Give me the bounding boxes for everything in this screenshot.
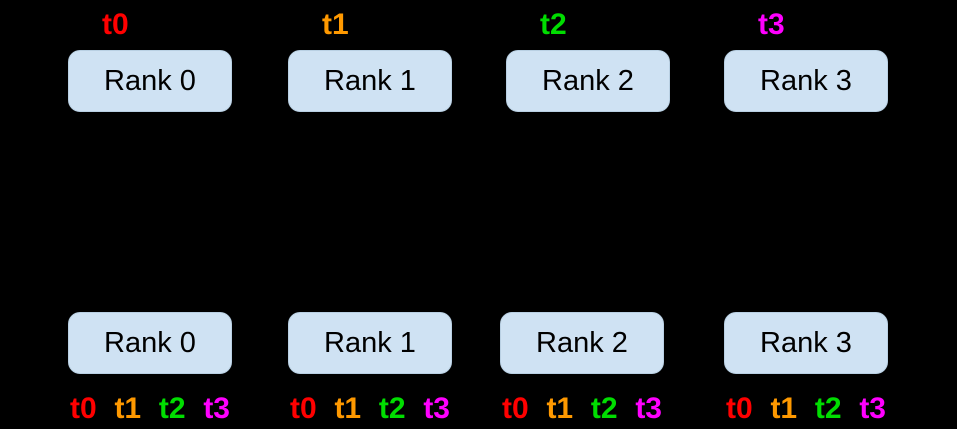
rank-box-0-top: Rank 0 <box>68 50 232 112</box>
tensor-label-t1: t1 <box>770 392 798 425</box>
tensor-label-t2: t2 <box>158 392 186 425</box>
tensor-label-t3: t3 <box>859 392 886 425</box>
bottom-rank-group-3: Rank 3 t0 t1 t2 t3 <box>724 312 888 424</box>
tensor-label-t1: t1 <box>546 392 574 425</box>
tensor-label-t3: t3 <box>203 392 230 425</box>
tensor-label-t2: t2 <box>590 392 618 425</box>
tensor-label-t0: t0 <box>726 392 753 425</box>
tensor-label-t3: t3 <box>423 392 450 425</box>
rank-box-2-bottom: Rank 2 <box>500 312 664 374</box>
tensor-label-t1: t1 <box>334 392 362 425</box>
tensor-label-t0: t0 <box>70 392 97 425</box>
bottom-rank-group-1: Rank 1 t0 t1 t2 t3 <box>288 312 452 424</box>
tensor-label-t3: t3 <box>635 392 662 425</box>
tensor-label-t0: t0 <box>502 392 529 425</box>
tensor-row-bottom-0: t0 t1 t2 t3 <box>68 394 232 424</box>
tensor-label-t2: t2 <box>814 392 842 425</box>
tensor-row-bottom-1: t0 t1 t2 t3 <box>288 394 452 424</box>
tensor-row-bottom-2: t0 t1 t2 t3 <box>500 394 664 424</box>
rank-box-label: Rank 1 <box>324 64 416 97</box>
rank-box-label: Rank 2 <box>536 326 628 359</box>
rank-box-label: Rank 2 <box>542 64 634 97</box>
tensor-label-t0: t0 <box>290 392 317 425</box>
rank-box-3-top: Rank 3 <box>724 50 888 112</box>
tensor-label-t1: t1 <box>114 392 142 425</box>
rank-box-label: Rank 3 <box>760 64 852 97</box>
rank-box-0-bottom: Rank 0 <box>68 312 232 374</box>
top-rank-group-3: t3 Rank 3 <box>724 8 888 112</box>
rank-box-label: Rank 3 <box>760 326 852 359</box>
tensor-row-bottom-3: t0 t1 t2 t3 <box>724 394 888 424</box>
rank-box-1-top: Rank 1 <box>288 50 452 112</box>
rank-box-label: Rank 1 <box>324 326 416 359</box>
bottom-rank-group-0: Rank 0 t0 t1 t2 t3 <box>68 312 232 424</box>
rank-box-label: Rank 0 <box>104 326 196 359</box>
rank-box-2-top: Rank 2 <box>506 50 670 112</box>
top-rank-group-1: t1 Rank 1 <box>288 8 452 112</box>
top-rank-group-2: t2 Rank 2 <box>506 8 670 112</box>
rank-box-3-bottom: Rank 3 <box>724 312 888 374</box>
tensor-label-t0-top: t0 <box>102 8 129 41</box>
tensor-label-t2-top: t2 <box>540 8 567 41</box>
tensor-label-t2: t2 <box>378 392 406 425</box>
tensor-label-t1-top: t1 <box>322 8 349 41</box>
tensor-label-t3-top: t3 <box>758 8 785 41</box>
rank-box-1-bottom: Rank 1 <box>288 312 452 374</box>
bottom-rank-group-2: Rank 2 t0 t1 t2 t3 <box>500 312 664 424</box>
top-rank-group-0: t0 Rank 0 <box>68 8 232 112</box>
rank-box-label: Rank 0 <box>104 64 196 97</box>
